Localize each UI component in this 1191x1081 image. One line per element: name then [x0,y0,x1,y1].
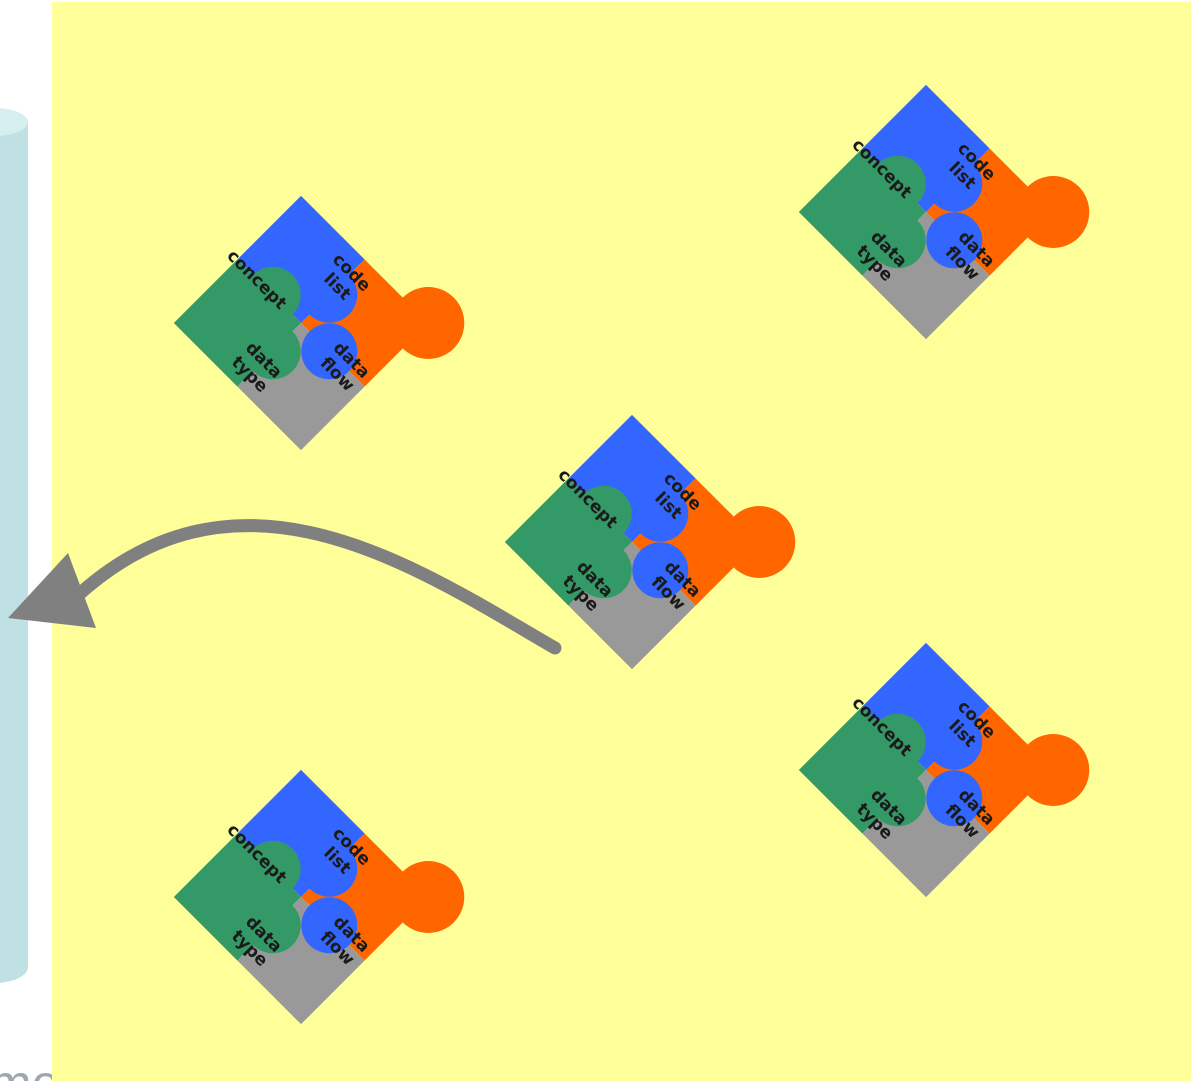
arrow-shaft [68,519,562,655]
cylinder-bottom [0,951,28,983]
arrow [8,519,562,655]
database-cylinder [0,108,28,983]
arrow-head [8,553,96,628]
cylinder-body [0,122,28,967]
cylinder-top [0,108,28,136]
